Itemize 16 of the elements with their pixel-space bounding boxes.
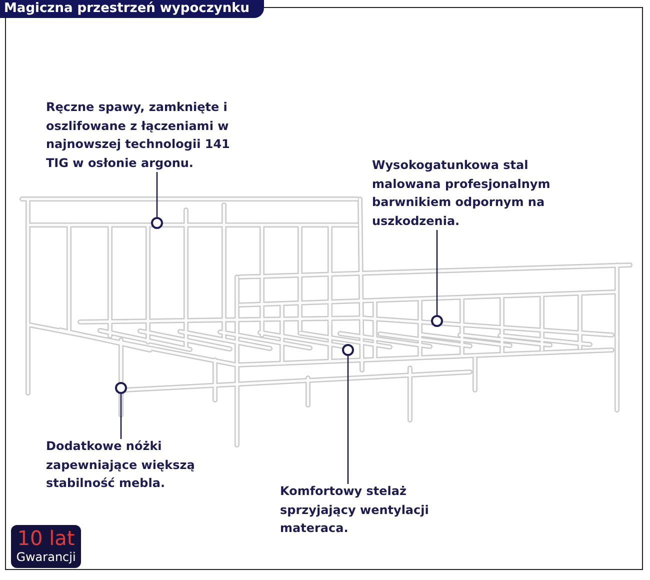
badge-caption: Gwarancji <box>15 549 77 565</box>
target-marker <box>151 217 163 229</box>
callout-text: Wysokogatunkowa stal malowana profesjonalnym barwnikiem odpornym na uszkodzenia. <box>372 157 552 230</box>
warranty-badge <box>11 525 81 568</box>
callout-text: Dodatkowe nóżki zapewniające większą stabilność mebla. <box>46 438 196 492</box>
target-marker <box>115 382 127 394</box>
callout-text: Komfortowy stelaż sprzyjający wentylacji materaca. <box>280 483 430 537</box>
target-marker <box>342 344 354 356</box>
leader-line <box>120 394 122 439</box>
leader-line <box>156 172 158 217</box>
title-banner: Magiczna przestrzeń wypoczynku <box>0 0 264 18</box>
leader-line <box>436 230 438 315</box>
leader-line <box>347 356 349 484</box>
target-marker <box>431 315 443 327</box>
badge-value: 10 lat <box>16 527 76 549</box>
callout-text: Ręczne spawy, zamknięte i oszlifowane z łączeniami w najnowszej technologii 141 TIG w osłonie argonu. <box>46 99 231 172</box>
